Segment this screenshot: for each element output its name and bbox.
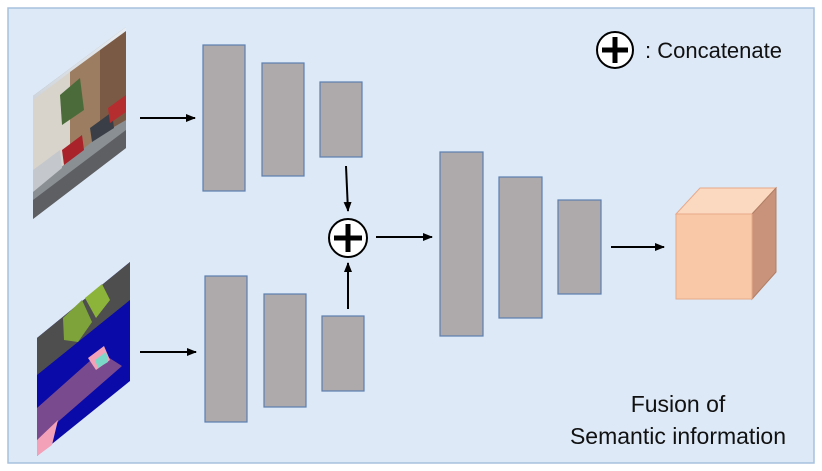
caption-line-2: Semantic information	[569, 423, 787, 449]
rgb-encoder	[202, 44, 363, 192]
legend-concat-icon	[596, 31, 634, 69]
semantic-encoder	[204, 275, 365, 423]
encoder-block	[263, 293, 307, 408]
rgb-street-image	[33, 27, 126, 219]
encoder-block	[321, 315, 365, 392]
fusion-decoder	[439, 151, 602, 337]
encoder-block	[202, 44, 246, 192]
diagram-caption: Fusion of Semantic information	[548, 388, 808, 452]
decoder-block	[439, 151, 484, 337]
arrow-top-to-concat	[343, 165, 352, 212]
caption-line-1: Fusion of	[630, 391, 726, 417]
encoder-block	[204, 275, 248, 423]
legend-label: : Concatenate	[645, 38, 782, 63]
output-cube	[674, 186, 778, 301]
decoder-block	[498, 176, 543, 319]
encoder-block	[319, 81, 363, 158]
encoder-block	[261, 62, 305, 177]
concat-plus-icon	[328, 218, 368, 258]
semantic-segmentation-image	[37, 262, 130, 456]
decoder-block	[557, 199, 602, 295]
